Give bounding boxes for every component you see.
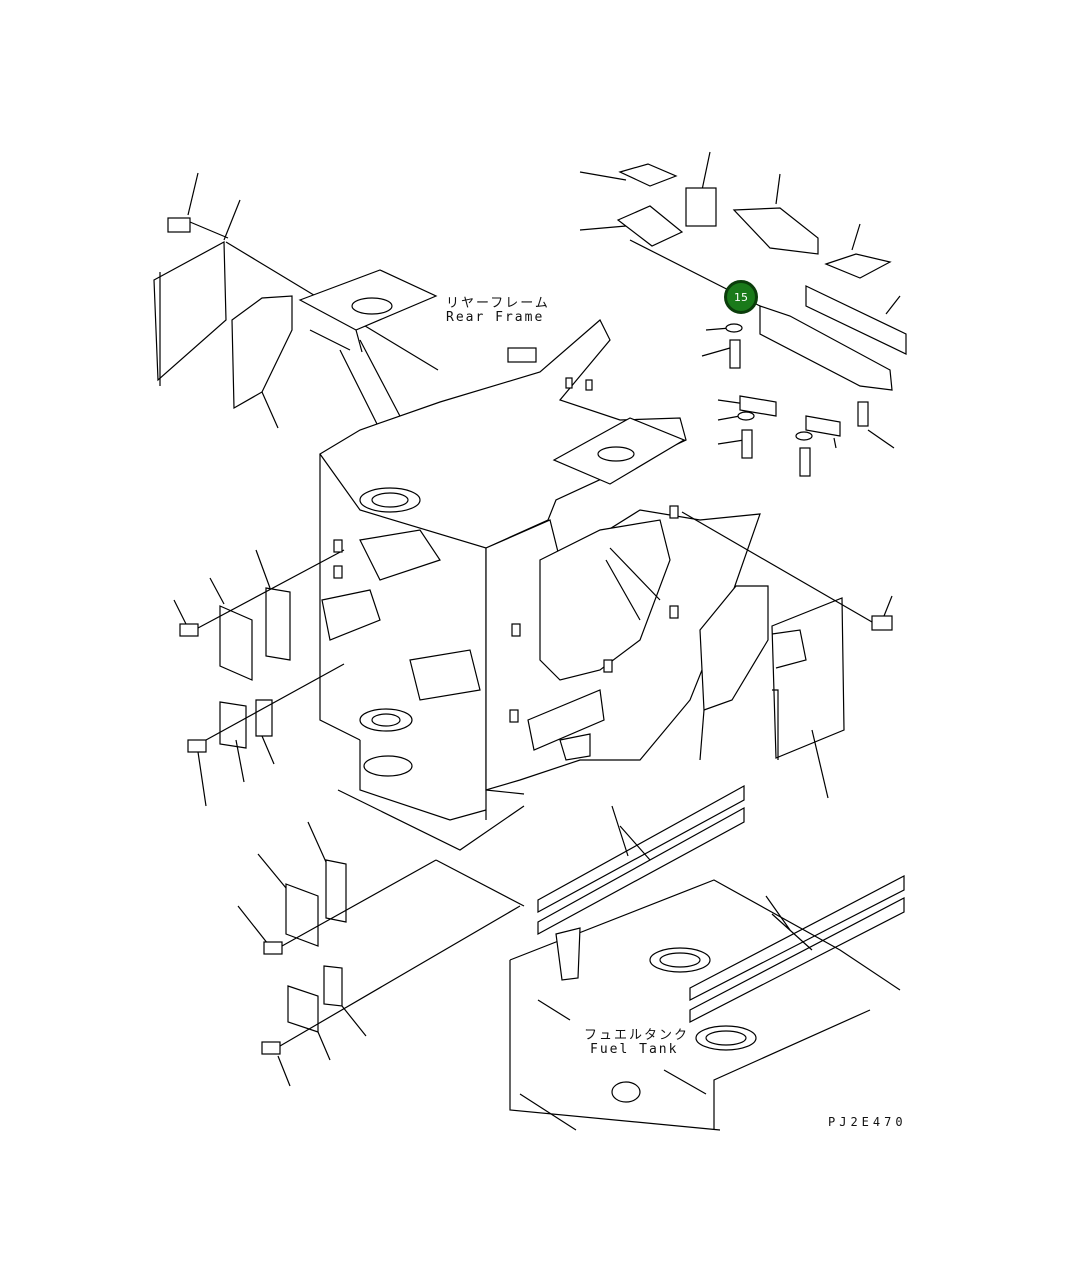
drawing-code: PJ2E470 — [828, 1115, 907, 1129]
right-cover-group — [681, 511, 893, 799]
top-right-brackets — [579, 151, 907, 477]
hardware-details — [333, 347, 679, 723]
rear-frame-label-jp: リヤーフレーム — [446, 296, 550, 311]
fuel-tank — [509, 784, 905, 1131]
top-left-cover-group — [153, 172, 439, 429]
lower-left-pads — [237, 821, 525, 1087]
fuel-tank-label-jp: フュエルタンク — [584, 1028, 690, 1043]
fuel-tank-label-en: Fuel Tank — [590, 1042, 679, 1057]
rear-frame-body — [298, 269, 761, 851]
part-callout-15[interactable]: 15 — [724, 280, 758, 314]
rear-frame-label-en: Rear Frame — [446, 310, 545, 325]
left-side-pads — [173, 549, 345, 807]
